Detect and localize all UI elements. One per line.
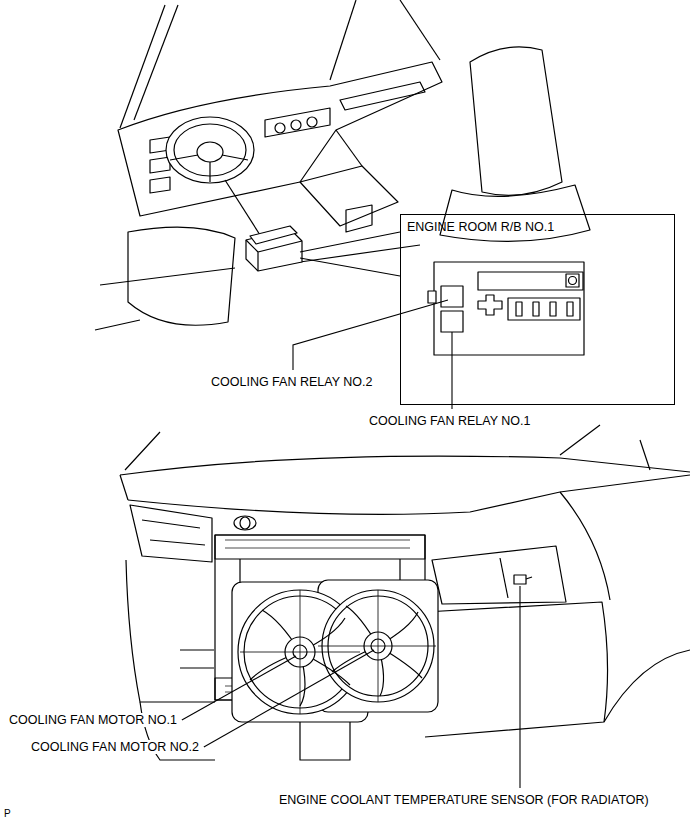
part-label: COOLING FAN RELAY NO.2 — [210, 375, 373, 389]
leader-line — [451, 332, 452, 409]
leader-line — [204, 650, 374, 747]
page-mark: P — [3, 808, 12, 819]
inset-box: ENGINE ROOM R/B NO.1 — [400, 214, 675, 405]
part-label: ENGINE COOLANT TEMPERATURE SENSOR (FOR R… — [278, 793, 650, 807]
leader-line — [293, 300, 448, 370]
part-label: COOLING FAN MOTOR NO.1 — [8, 713, 178, 727]
part-label: COOLING FAN MOTOR NO.2 — [30, 740, 200, 754]
part-label: COOLING FAN RELAY NO.1 — [368, 414, 531, 428]
leader-line — [519, 586, 520, 788]
inset-heading: ENGINE ROOM R/B NO.1 — [407, 220, 554, 234]
leader-line — [182, 656, 296, 720]
